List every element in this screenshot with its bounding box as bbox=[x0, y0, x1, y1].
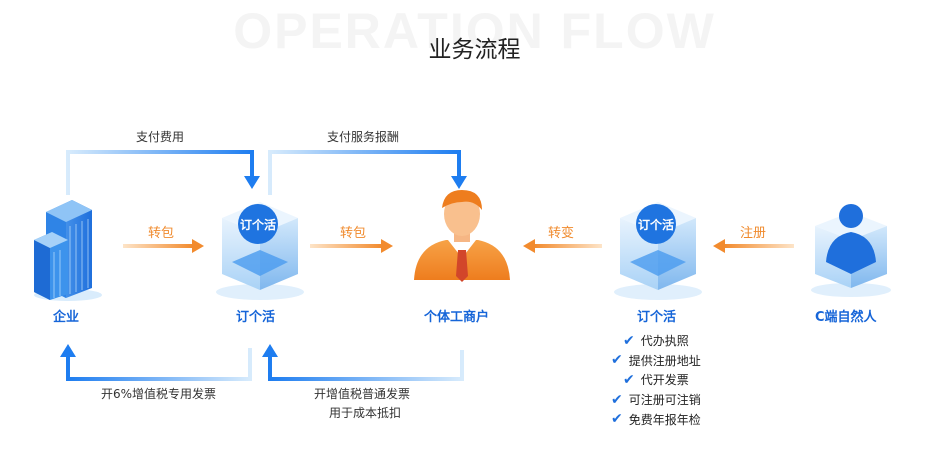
node-label-individual-business: 个体工商户 bbox=[424, 310, 490, 325]
label-transfer-mid: 转包 bbox=[340, 226, 367, 241]
feature-text: 可注册可注销 bbox=[628, 393, 701, 408]
feature-text: 提供注册地址 bbox=[628, 353, 701, 368]
label-register: 注册 bbox=[740, 226, 767, 241]
businessman-icon bbox=[414, 190, 510, 282]
node-label-enterprise: 企业 bbox=[53, 310, 80, 325]
arrow-transfer-left bbox=[123, 239, 204, 253]
label-transfer-left: 转包 bbox=[148, 226, 175, 241]
feature-item: ✔ 代开发票 bbox=[611, 370, 701, 390]
feature-item: ✔ 免费年报年检 bbox=[611, 409, 701, 429]
feature-item: ✔ 可注册可注销 bbox=[611, 390, 701, 410]
watermark-text: OPERATION FLOW bbox=[233, 3, 716, 59]
enterprise-building-icon bbox=[34, 200, 102, 301]
label-invoice-general-2: 用于成本抵扣 bbox=[329, 406, 402, 420]
check-icon: ✔ bbox=[611, 352, 623, 369]
dinggehuo-cube-left-icon: 订个活 bbox=[216, 202, 304, 300]
arrow-pay-service bbox=[268, 150, 467, 195]
feature-list: ✔ 代办执照 ✔ 提供注册地址 ✔ 代开发票 ✔ 可注册可注销 ✔ 免费年报年检 bbox=[611, 331, 701, 429]
check-icon: ✔ bbox=[623, 371, 635, 388]
check-icon: ✔ bbox=[611, 411, 623, 428]
logo-text-left: 订个活 bbox=[240, 217, 276, 232]
arrow-invoice-vat bbox=[60, 344, 252, 381]
feature-text: 代办执照 bbox=[640, 334, 689, 349]
label-transfer-change: 转变 bbox=[548, 226, 575, 241]
label-invoice-general-1: 开增值税普通发票 bbox=[314, 387, 411, 401]
label-pay-fee: 支付费用 bbox=[136, 130, 185, 144]
arrow-register bbox=[713, 239, 794, 253]
page-title: 业务流程 bbox=[428, 37, 521, 63]
check-icon: ✔ bbox=[623, 332, 635, 349]
feature-text: 免费年报年检 bbox=[628, 412, 701, 427]
feature-text: 代开发票 bbox=[640, 373, 689, 388]
check-icon: ✔ bbox=[611, 391, 623, 408]
node-label-dinggehuo-right: 订个活 bbox=[637, 310, 677, 325]
label-pay-service: 支付服务报酬 bbox=[327, 130, 400, 144]
node-label-c-person: C端自然人 bbox=[815, 310, 877, 325]
feature-item: ✔ 提供注册地址 bbox=[611, 351, 701, 371]
arrow-pay-fee bbox=[66, 150, 260, 195]
arrow-invoice-general bbox=[262, 344, 464, 381]
c-person-icon bbox=[811, 204, 891, 297]
logo-text-right: 订个活 bbox=[638, 217, 674, 232]
label-invoice-vat: 开6%增值税专用发票 bbox=[101, 387, 217, 401]
dinggehuo-cube-right-icon: 订个活 bbox=[614, 202, 702, 300]
node-label-dinggehuo-left: 订个活 bbox=[236, 310, 276, 325]
arrow-transfer-change bbox=[523, 239, 602, 253]
arrow-transfer-mid bbox=[310, 239, 393, 253]
feature-item: ✔ 代办执照 bbox=[611, 331, 701, 351]
